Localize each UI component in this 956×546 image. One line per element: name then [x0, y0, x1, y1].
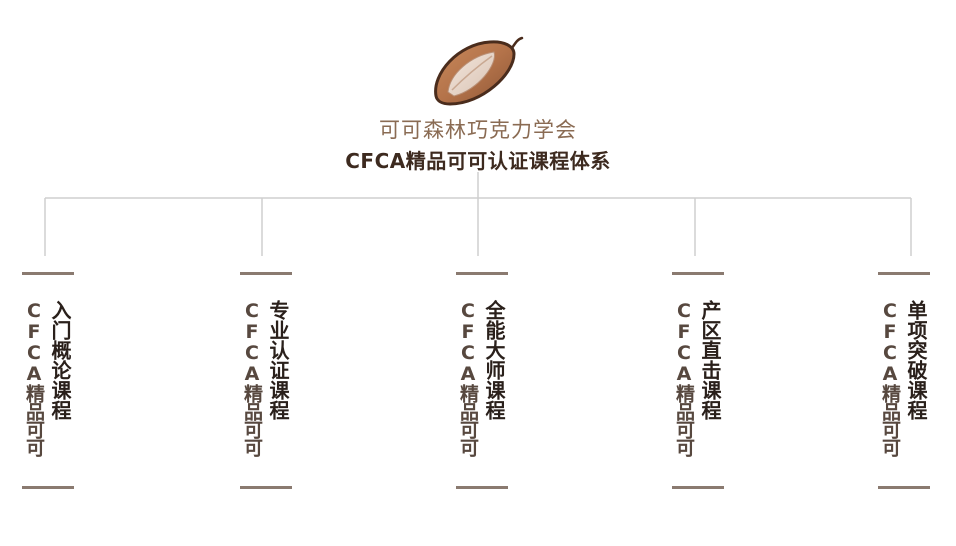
card-top-bar	[22, 272, 74, 275]
course-name: 全能大师课程	[482, 300, 506, 420]
system-title: CFCA精品可可认证课程体系	[345, 149, 611, 173]
cocoa-bean-icon	[434, 36, 524, 106]
course-subtitle: CFCA精品可可	[673, 300, 695, 456]
course-subtitle: CFCA精品可可	[457, 300, 479, 456]
course-name: 专业认证课程	[266, 300, 290, 420]
course-subtitle: CFCA精品可可	[241, 300, 263, 456]
card-bottom-bar	[240, 486, 292, 489]
course-card-professional: CFCA精品可可 专业认证课程	[240, 270, 292, 492]
course-card-master: CFCA精品可可 全能大师课程	[456, 270, 508, 492]
course-subtitle: CFCA精品可可	[23, 300, 45, 456]
card-bottom-bar	[22, 486, 74, 489]
course-card-intro: CFCA精品可可 入门概论课程	[22, 270, 74, 492]
course-subtitle: CFCA精品可可	[879, 300, 901, 456]
course-name: 入门概论课程	[48, 300, 72, 420]
course-name: 产区直击课程	[698, 300, 722, 420]
card-bottom-bar	[456, 486, 508, 489]
card-top-bar	[878, 272, 930, 275]
org-name: 可可森林巧克力学会	[379, 118, 577, 142]
card-top-bar	[456, 272, 508, 275]
card-bottom-bar	[672, 486, 724, 489]
card-bottom-bar	[878, 486, 930, 489]
course-name: 单项突破课程	[904, 300, 928, 420]
card-top-bar	[672, 272, 724, 275]
course-card-origin: CFCA精品可可 产区直击课程	[672, 270, 724, 492]
card-top-bar	[240, 272, 292, 275]
course-card-breakthrough: CFCA精品可可 单项突破课程	[878, 270, 930, 492]
